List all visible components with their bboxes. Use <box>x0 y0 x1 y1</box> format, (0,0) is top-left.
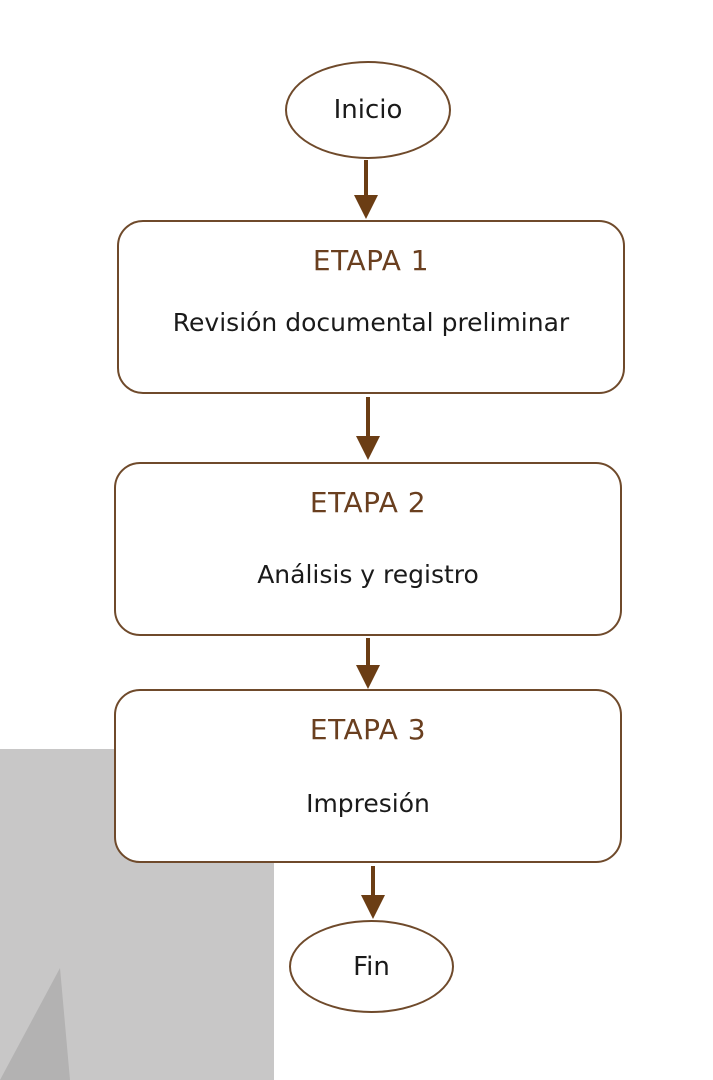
step-3-heading: ETAPA 3 <box>309 713 427 746</box>
start-node-label: Inicio <box>333 95 403 125</box>
step-1-box: ETAPA 1 Revisión documental preliminar <box>117 220 625 394</box>
step-2-box: ETAPA 2 Análisis y registro <box>114 462 622 636</box>
step-1-label: Revisión documental preliminar <box>172 308 570 337</box>
step-2-label: Análisis y registro <box>257 560 479 589</box>
start-node: Inicio <box>285 61 451 159</box>
step-1-heading: ETAPA 1 <box>312 244 430 277</box>
step-3-label: Impresión <box>306 789 430 818</box>
end-node-label: Fin <box>353 951 390 982</box>
background-triangle <box>0 968 70 1080</box>
end-node: Fin <box>289 920 454 1013</box>
step-2-heading: ETAPA 2 <box>309 486 427 519</box>
step-3-box: ETAPA 3 Impresión <box>114 689 622 863</box>
